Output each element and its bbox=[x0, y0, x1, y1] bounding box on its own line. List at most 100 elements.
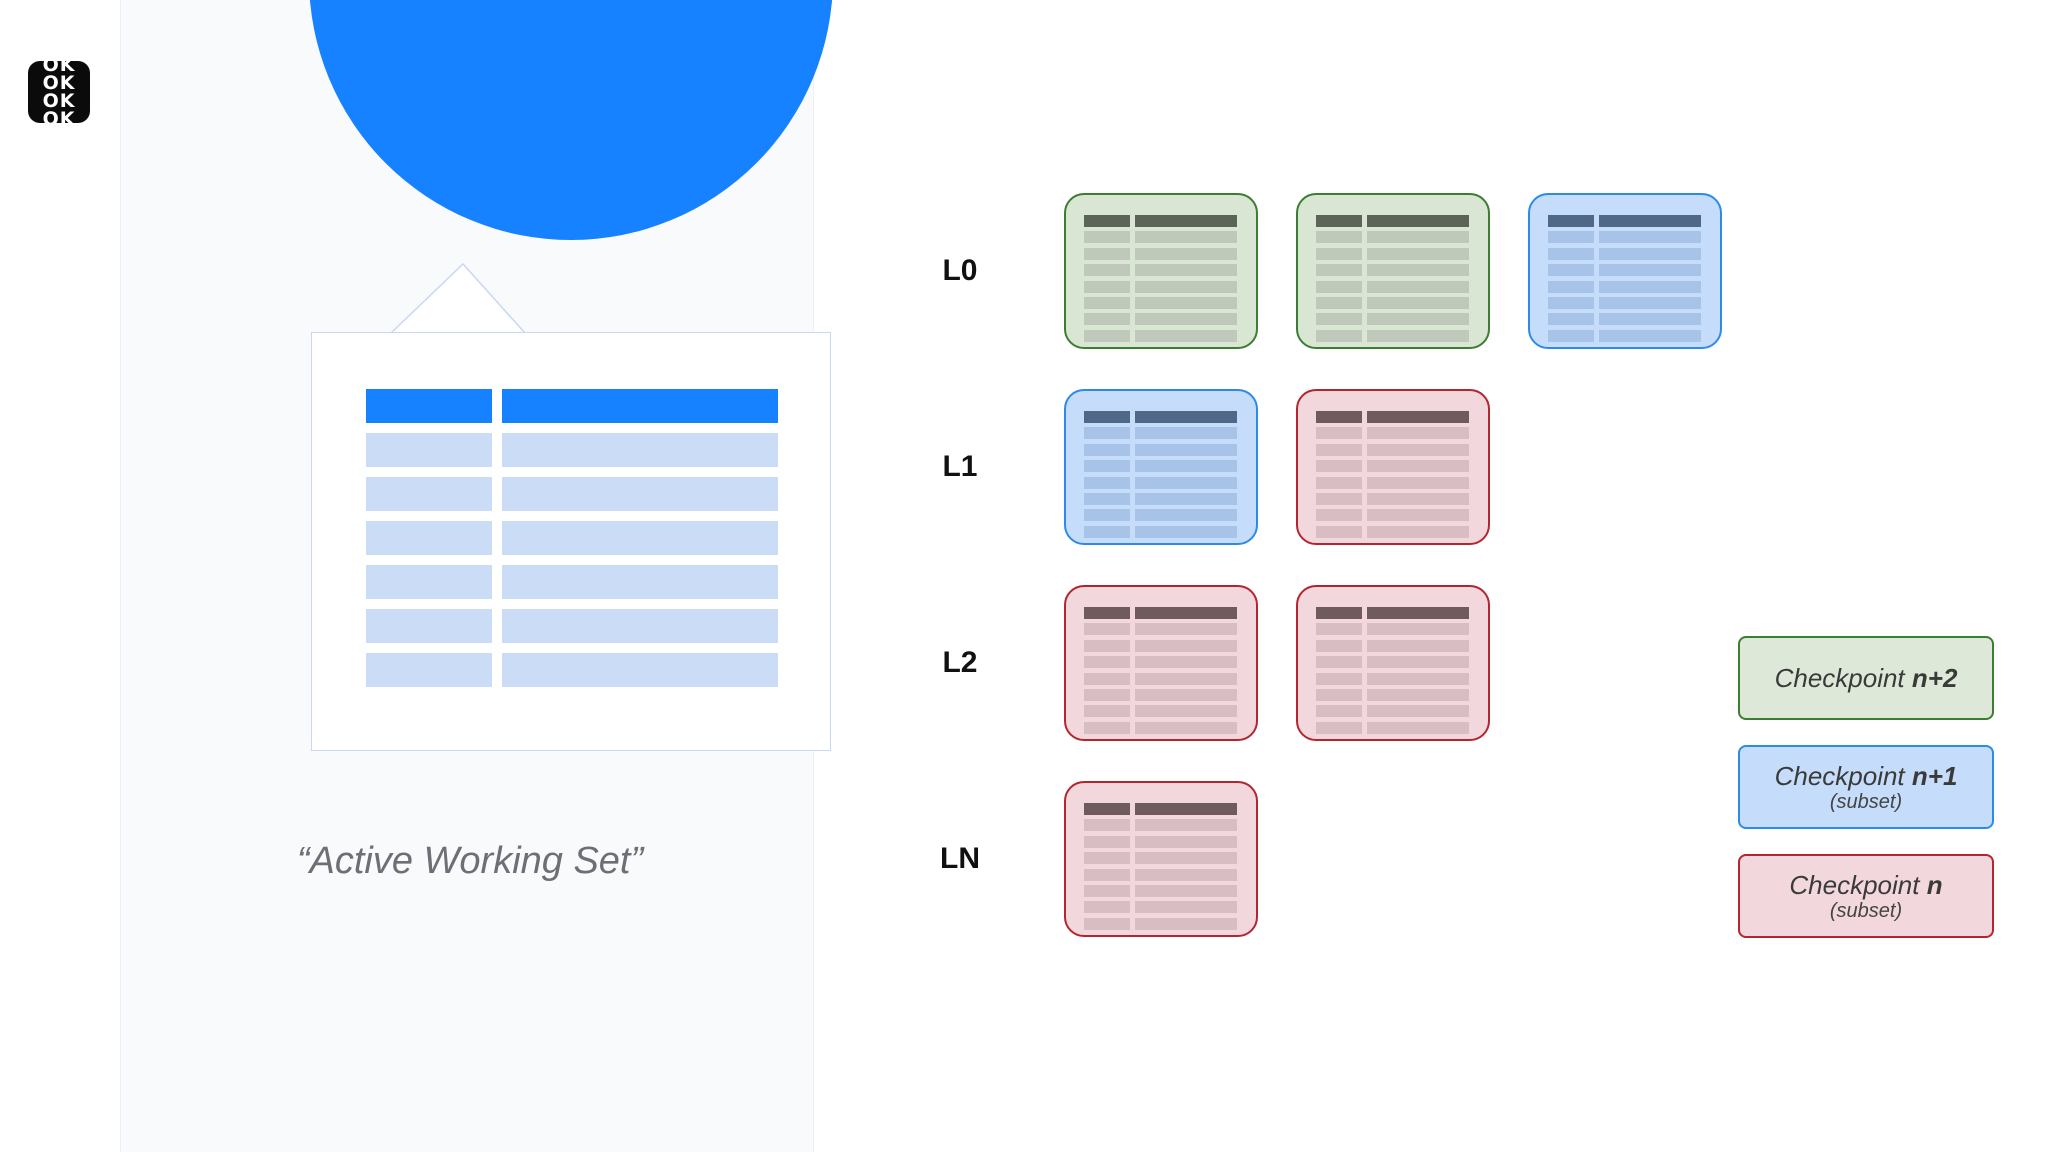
working-set-box bbox=[311, 332, 831, 751]
logo-line: OK bbox=[42, 90, 76, 112]
table-row bbox=[1084, 639, 1237, 652]
table-cell bbox=[1135, 688, 1237, 701]
sstable-blue bbox=[1064, 389, 1258, 545]
level-label-l1: L1 bbox=[942, 450, 978, 483]
table-cell bbox=[1084, 819, 1130, 832]
table-cell bbox=[1316, 607, 1362, 619]
table-cell bbox=[366, 609, 492, 643]
table-cell bbox=[1367, 296, 1469, 309]
table-cell bbox=[1316, 329, 1362, 342]
table-row bbox=[1084, 884, 1237, 897]
table-row bbox=[1316, 672, 1469, 685]
table-cell bbox=[1316, 525, 1362, 538]
table-row bbox=[1548, 264, 1701, 277]
table-cell bbox=[1367, 672, 1469, 685]
table-row bbox=[1084, 917, 1237, 930]
table-row bbox=[366, 433, 778, 467]
table-row bbox=[1084, 835, 1237, 848]
table-row bbox=[1084, 623, 1237, 636]
legend-checkpoint-n-plus-1: Checkpoint n+1 (subset) bbox=[1738, 745, 1994, 829]
table-cell bbox=[1367, 411, 1469, 423]
table-row bbox=[1316, 313, 1469, 326]
legend-sublabel: (subset) bbox=[1829, 900, 1903, 922]
sstable-rows bbox=[1084, 607, 1237, 738]
table-row bbox=[1316, 476, 1469, 489]
table-cell bbox=[1316, 296, 1362, 309]
table-cell bbox=[1084, 296, 1130, 309]
working-set-caption: “Active Working Set” bbox=[296, 840, 644, 882]
table-header-row bbox=[1316, 411, 1469, 423]
table-cell bbox=[1084, 656, 1130, 669]
table-cell bbox=[502, 389, 778, 423]
table-row bbox=[1084, 280, 1237, 293]
table-cell bbox=[1135, 427, 1237, 440]
table-row bbox=[1548, 280, 1701, 293]
sstable-rows bbox=[1548, 215, 1701, 346]
table-cell bbox=[1135, 639, 1237, 652]
table-cell bbox=[1135, 525, 1237, 538]
table-cell bbox=[1316, 623, 1362, 636]
memory-circle bbox=[309, 0, 833, 240]
table-cell bbox=[1135, 492, 1237, 505]
table-cell bbox=[1084, 509, 1130, 522]
table-cell bbox=[1548, 264, 1594, 277]
table-cell bbox=[1599, 215, 1701, 227]
table-cell bbox=[1316, 215, 1362, 227]
table-header-row bbox=[366, 389, 778, 423]
sstable-rows bbox=[1084, 803, 1237, 934]
table-cell bbox=[1084, 476, 1130, 489]
table-row bbox=[1316, 509, 1469, 522]
table-cell bbox=[502, 477, 778, 511]
table-row bbox=[1316, 656, 1469, 669]
table-cell bbox=[1599, 231, 1701, 244]
level-label-l2: L2 bbox=[942, 646, 978, 679]
table-cell bbox=[1135, 329, 1237, 342]
table-cell bbox=[1084, 215, 1130, 227]
working-set-table bbox=[366, 389, 778, 697]
table-row bbox=[1548, 231, 1701, 244]
sstable-red bbox=[1064, 585, 1258, 741]
table-cell bbox=[1316, 231, 1362, 244]
table-cell bbox=[1084, 852, 1130, 865]
table-header-row bbox=[1084, 215, 1237, 227]
table-cell bbox=[1084, 492, 1130, 505]
table-row bbox=[1316, 443, 1469, 456]
table-row bbox=[1316, 688, 1469, 701]
table-cell bbox=[1084, 264, 1130, 277]
sstable-rows bbox=[1316, 411, 1469, 542]
table-row bbox=[1084, 672, 1237, 685]
table-cell bbox=[1135, 803, 1237, 815]
table-cell bbox=[1367, 639, 1469, 652]
table-row bbox=[1084, 443, 1237, 456]
table-cell bbox=[1367, 509, 1469, 522]
table-cell bbox=[1135, 868, 1237, 881]
table-row bbox=[1316, 264, 1469, 277]
table-row bbox=[1316, 460, 1469, 473]
table-row bbox=[1548, 247, 1701, 260]
table-cell bbox=[1367, 264, 1469, 277]
table-row bbox=[1084, 525, 1237, 538]
table-cell bbox=[1367, 525, 1469, 538]
ok-logo-icon: OK OK OK OK bbox=[28, 61, 90, 123]
table-cell bbox=[1135, 884, 1237, 897]
table-cell bbox=[1135, 607, 1237, 619]
table-cell bbox=[1316, 705, 1362, 718]
table-cell bbox=[366, 521, 492, 555]
table-cell bbox=[1084, 280, 1130, 293]
table-cell bbox=[1316, 656, 1362, 669]
table-cell bbox=[1316, 492, 1362, 505]
table-cell bbox=[1599, 247, 1701, 260]
table-header-row bbox=[1084, 607, 1237, 619]
table-row bbox=[1316, 623, 1469, 636]
table-cell bbox=[1135, 231, 1237, 244]
table-row bbox=[366, 521, 778, 555]
table-cell bbox=[1367, 607, 1469, 619]
logo-line: OK bbox=[42, 72, 76, 94]
table-row bbox=[1084, 460, 1237, 473]
sstable-rows bbox=[1316, 607, 1469, 738]
table-row bbox=[1084, 819, 1237, 832]
table-cell bbox=[1548, 247, 1594, 260]
table-header-row bbox=[1548, 215, 1701, 227]
table-cell bbox=[366, 653, 492, 687]
table-row bbox=[366, 477, 778, 511]
